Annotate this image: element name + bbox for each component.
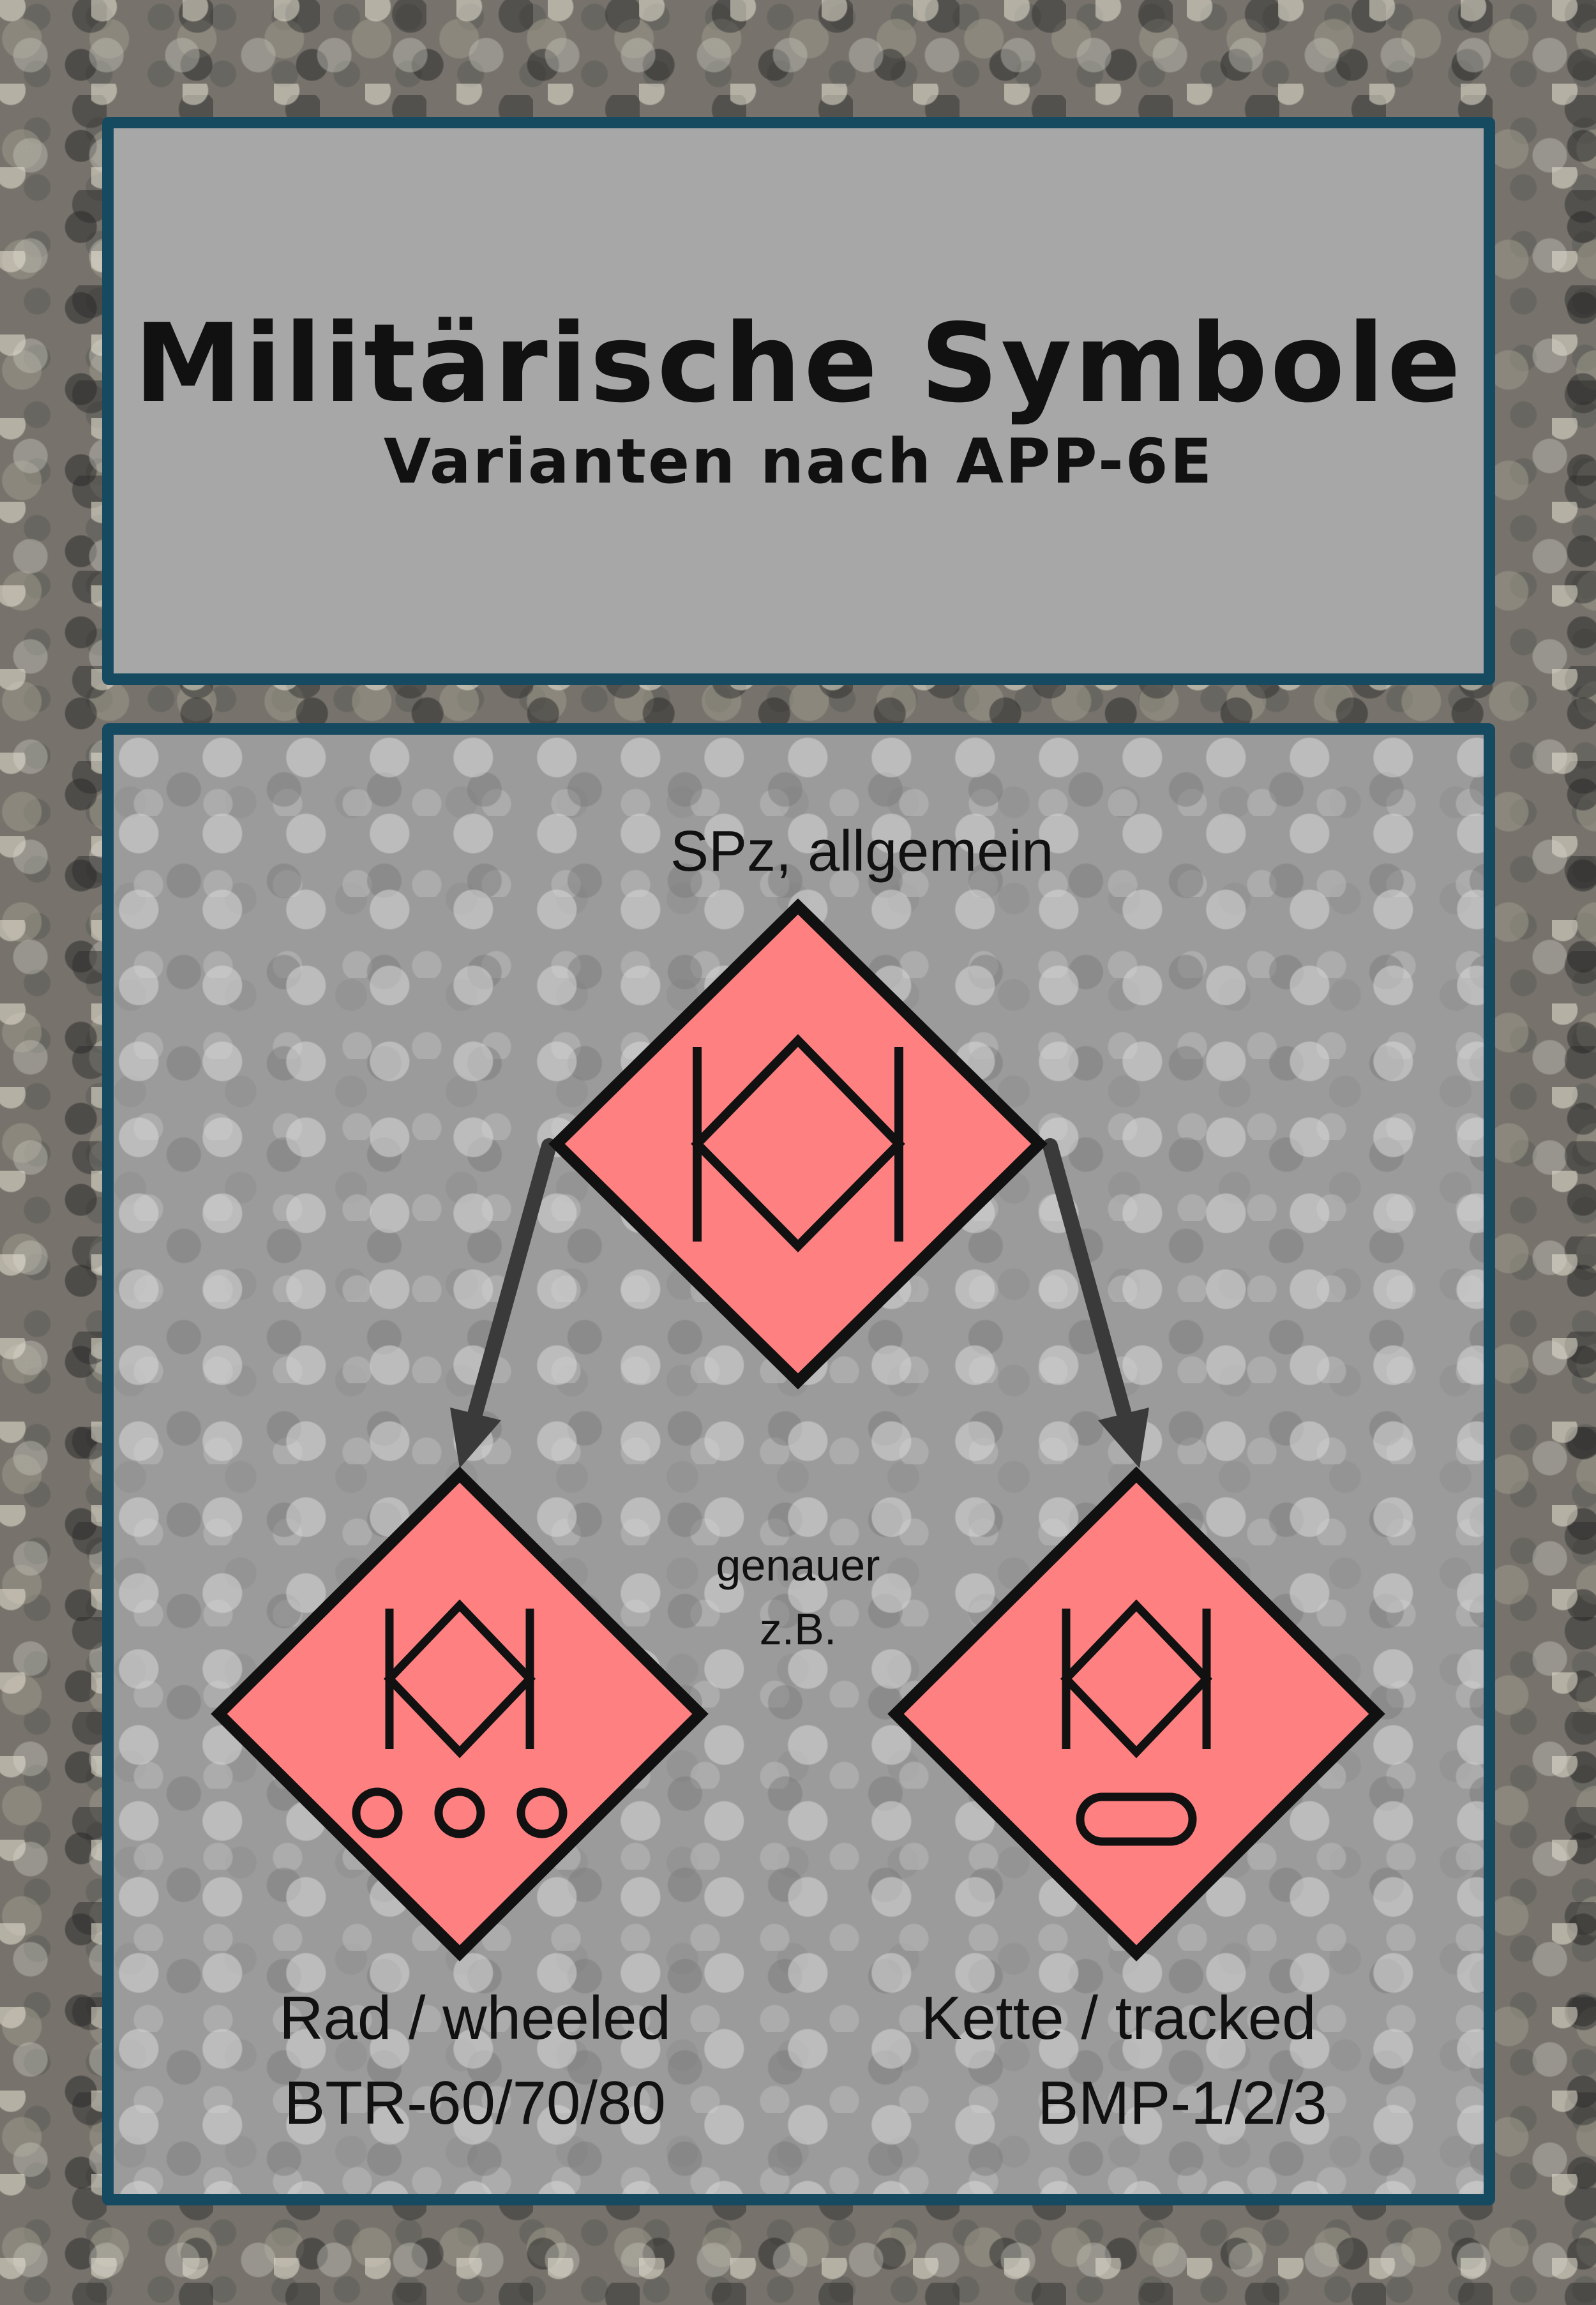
wheeled-mobility-icon [352, 1787, 568, 1838]
tracked-mobility-icon [1076, 1792, 1197, 1846]
hostile-frame [887, 1466, 1385, 1962]
hostile-frame [211, 1466, 709, 1962]
wheeled-variant-title: Rad / wheeled [279, 1984, 671, 2052]
tracked-variant-examples: BMP-1/2/3 [1037, 2069, 1327, 2137]
infantry-fighting-vehicle-icon [384, 1599, 536, 1759]
arrow-to-tracked [1043, 1138, 1149, 1468]
page-subtitle: Varianten nach APP-6E [383, 426, 1214, 497]
tracked-symbol [887, 1466, 1385, 1962]
refinement-hint: genauer z.B. [670, 1533, 926, 1661]
wheeled-variant-examples: BTR-60/70/80 [284, 2069, 666, 2137]
general-symbol [548, 898, 1048, 1390]
diagram-panel [102, 723, 1495, 2205]
general-symbol-label: SPz, allgemein [670, 820, 1054, 883]
tracked-variant-title: Kette / tracked [921, 1984, 1316, 2052]
hostile-frame [548, 898, 1048, 1390]
refinement-hint-line1: genauer [716, 1540, 880, 1590]
arrow-to-wheeled [450, 1138, 557, 1468]
refinement-hint-line2: z.B. [759, 1604, 837, 1654]
page-title: Militärische Symbole [134, 301, 1463, 427]
infantry-fighting-vehicle-icon [691, 1033, 905, 1252]
wheeled-symbol [211, 1466, 709, 1962]
title-panel: Militärische Symbole Varianten nach APP-… [102, 117, 1495, 685]
infantry-fighting-vehicle-icon [1060, 1599, 1212, 1759]
